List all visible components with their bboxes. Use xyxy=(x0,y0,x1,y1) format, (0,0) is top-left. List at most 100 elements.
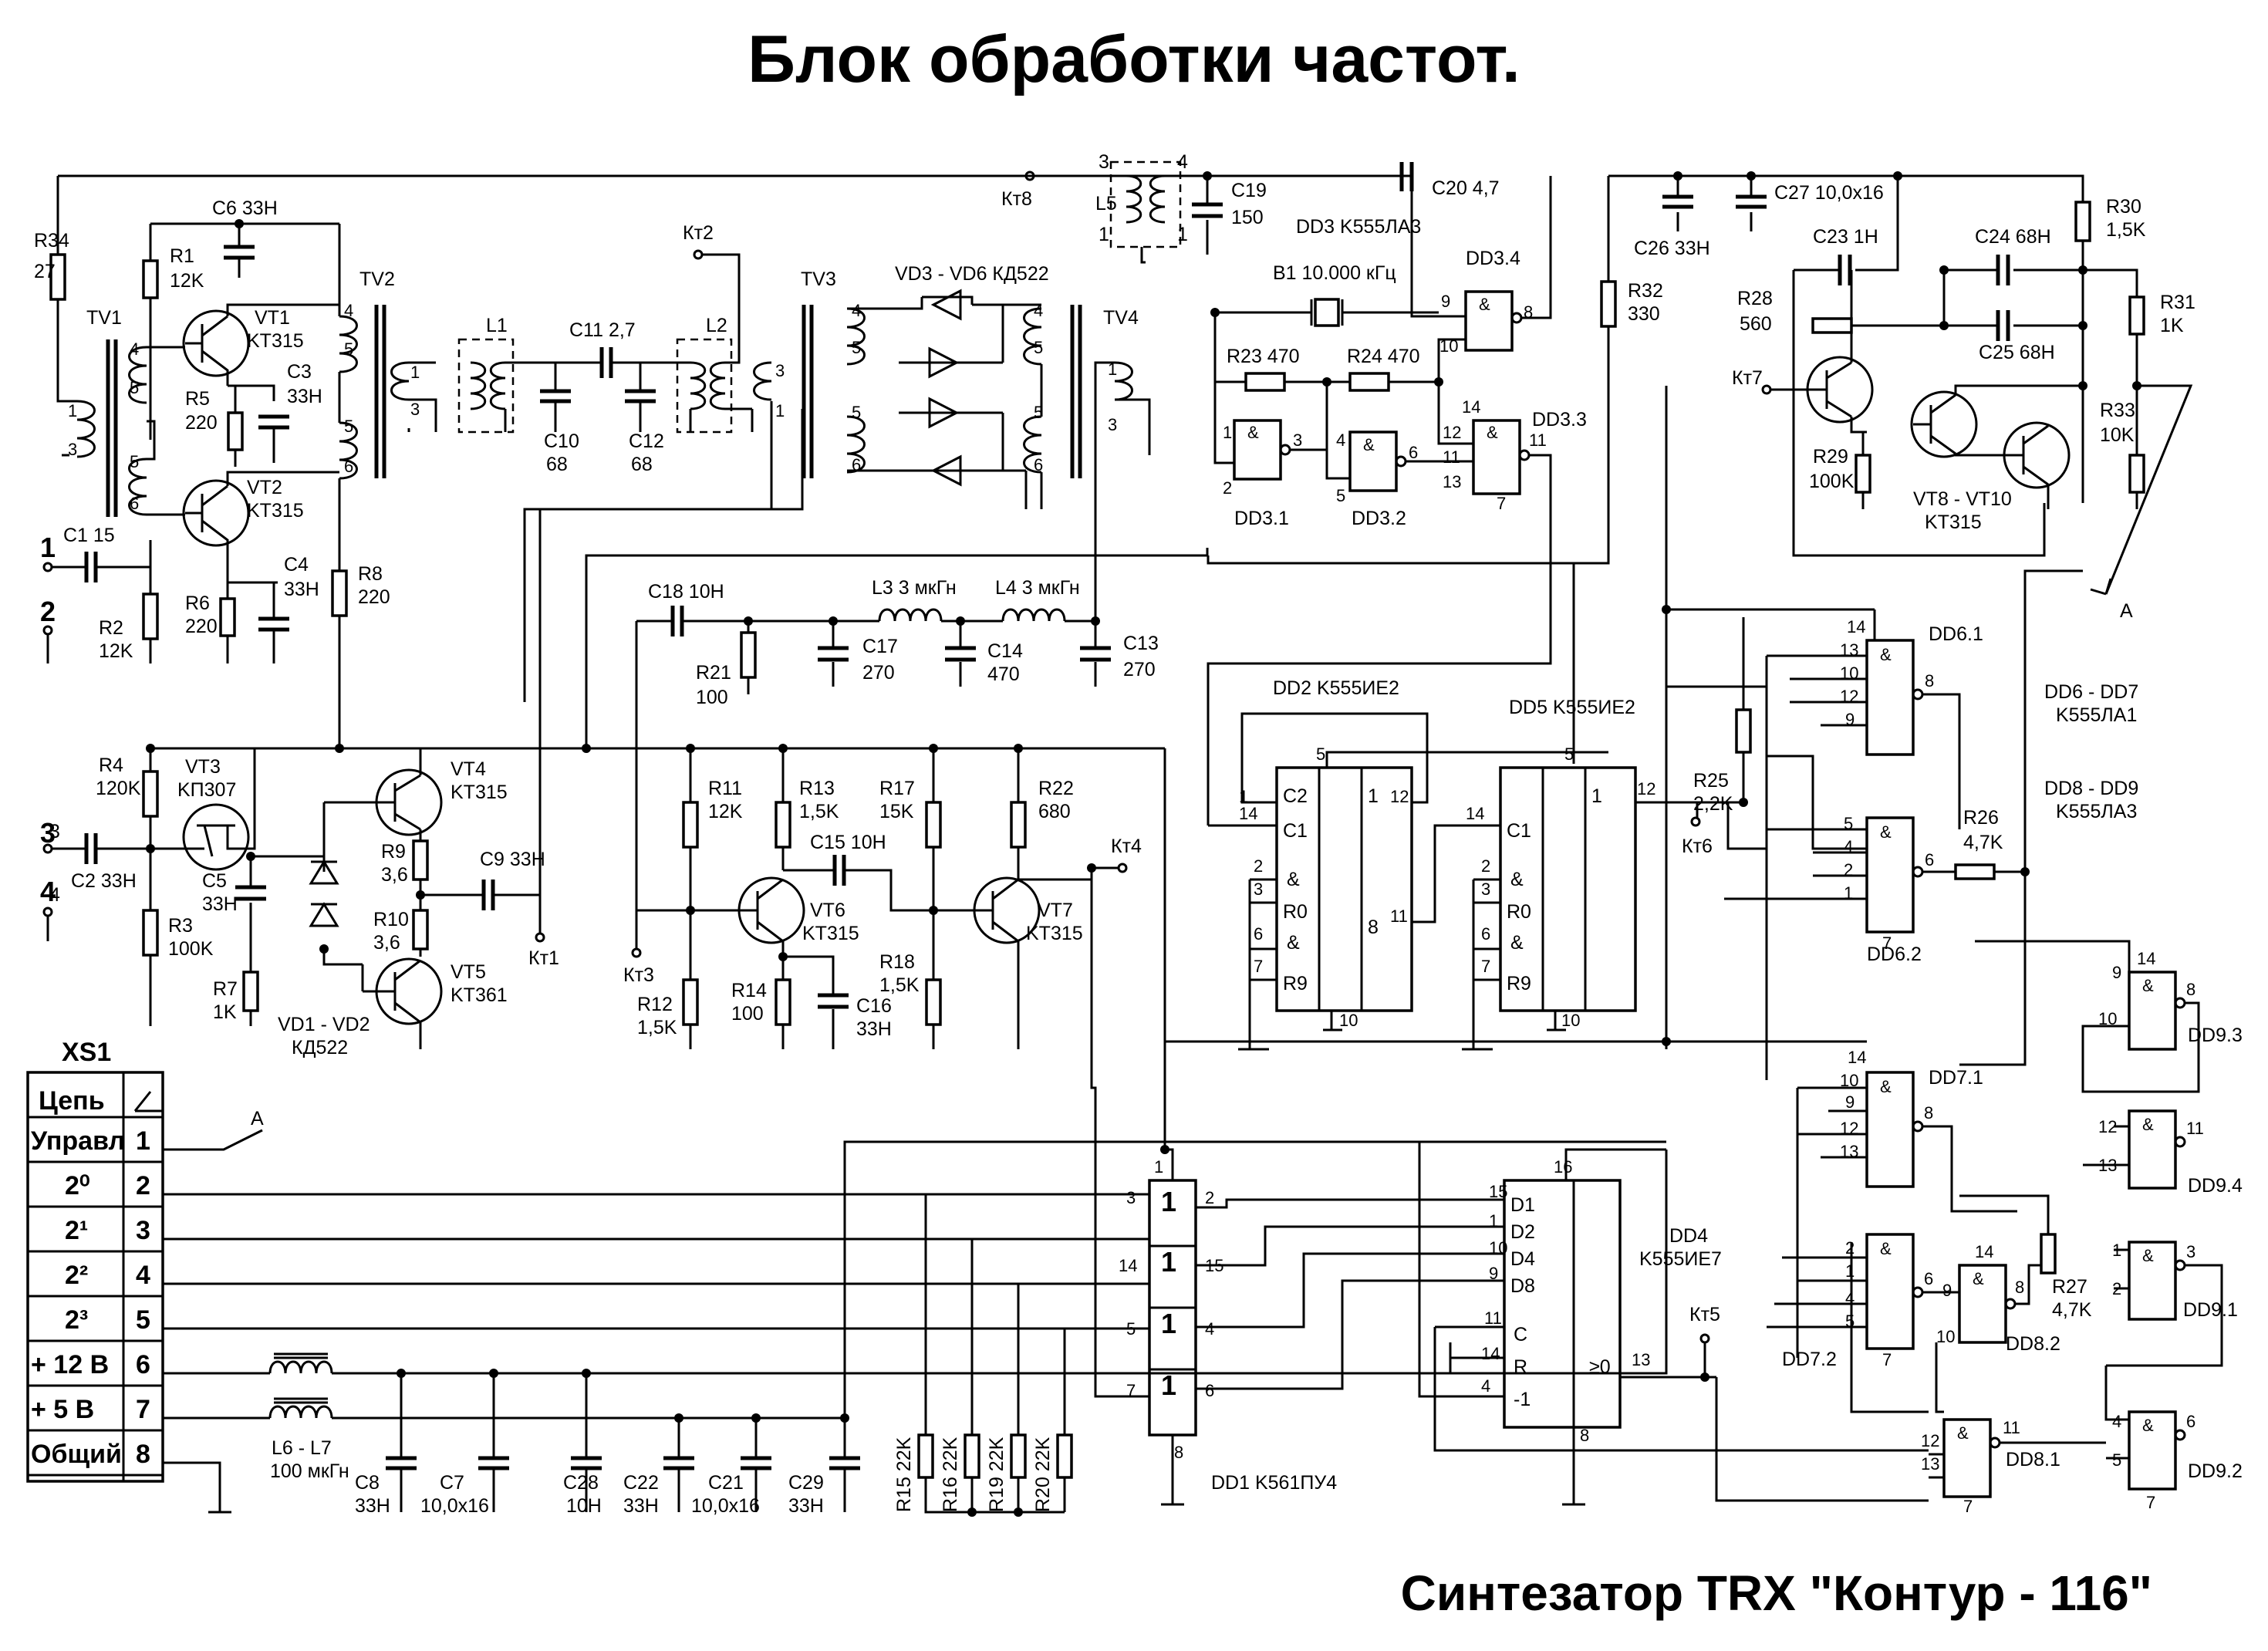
svg-text:11: 11 xyxy=(1443,447,1460,467)
svg-text:6: 6 xyxy=(1925,850,1934,869)
resistor-r24 xyxy=(1348,372,1390,392)
svg-text:11: 11 xyxy=(1529,430,1547,450)
xs1-row-pin: 7 xyxy=(136,1395,150,1424)
resistor-r7 xyxy=(242,971,259,1012)
c28-value: 10H xyxy=(566,1495,602,1517)
vco-section: R32 330 C26 33H C27 10,0x16 R30 1,5K C23… xyxy=(1207,176,2195,688)
svg-text:14: 14 xyxy=(1848,1048,1866,1067)
dd8-dd9-label: DD8 - DD9 xyxy=(2044,778,2138,799)
r1-value: 12K xyxy=(170,270,204,292)
c15-label: C15 10H xyxy=(810,832,886,853)
vd1-vd2-type: КД522 xyxy=(292,1037,348,1058)
dd5-label: DD5 K555ИE2 xyxy=(1509,697,1635,718)
r18-label: R18 xyxy=(879,951,915,973)
c21-value: 10,0x16 xyxy=(691,1495,760,1517)
svg-text:6: 6 xyxy=(1034,455,1043,474)
dd2-dd5-counters: DD2 K555ИE2 DD5 K555ИE2 C2 C1 & R0 & R9 … xyxy=(1208,677,1767,1051)
r13-value: 1,5K xyxy=(799,801,839,822)
r34-value: 27 xyxy=(34,261,56,282)
svg-text:6: 6 xyxy=(1205,1381,1214,1400)
c5-value: 33H xyxy=(202,893,238,915)
resistor-r22 xyxy=(1010,801,1027,849)
r13-label: R13 xyxy=(799,778,835,799)
r9-label: R9 xyxy=(381,841,406,863)
xs1-row-name: + 12 B xyxy=(31,1350,109,1379)
dd3-label: DD3 K555ЛA3 xyxy=(1296,216,1421,238)
svg-text:5: 5 xyxy=(130,452,139,471)
vt2-type: KT315 xyxy=(247,500,304,522)
r10-label: R10 xyxy=(373,909,409,930)
svg-text:7: 7 xyxy=(1254,957,1263,976)
transistor-vt6 xyxy=(737,876,805,944)
gate-dd3-1 xyxy=(1233,419,1282,481)
dd4-label: DD4 xyxy=(1669,1225,1708,1247)
l4-label: L4 3 мкГн xyxy=(995,577,1080,599)
svg-text:8: 8 xyxy=(1924,1103,1933,1123)
xs1-arrow-a: A xyxy=(251,1108,264,1129)
transistor-vt8 xyxy=(1806,356,1874,424)
svg-text:1: 1 xyxy=(1154,1157,1163,1177)
svg-text:10: 10 xyxy=(1936,1327,1955,1346)
svg-text:9: 9 xyxy=(2112,963,2121,982)
c2-label: C2 33H xyxy=(71,870,137,892)
svg-text:8: 8 xyxy=(2186,980,2195,999)
r32-value: 330 xyxy=(1628,303,1660,325)
svg-text:6: 6 xyxy=(344,457,353,476)
svg-text:1: 1 xyxy=(1591,785,1602,807)
resistor-r33 xyxy=(2128,454,2145,494)
r21-value: 100 xyxy=(696,687,728,708)
dd4-counter: DD4 K555ИE7 D1 D2 D4 D8 C R -1 ≥0 15 1 1… xyxy=(1418,1140,1929,1506)
svg-text:1: 1 xyxy=(1368,785,1379,807)
l5-resonator: 3 4 1 1 L5 Кт8 C19 150 C20 4,7 xyxy=(1001,151,1500,264)
r25-label: R25 xyxy=(1693,770,1729,792)
r1-label: R1 xyxy=(170,245,194,267)
svg-text:4: 4 xyxy=(344,301,353,320)
svg-text:&: & xyxy=(1880,822,1892,842)
svg-text:13: 13 xyxy=(1443,472,1461,491)
r5-value: 220 xyxy=(185,412,218,434)
svg-text:9: 9 xyxy=(1441,292,1450,311)
vd1-vd2-label: VD1 - VD2 xyxy=(278,1014,370,1035)
buffer-amplifier: R11 12K R13 1,5K VT6 KT315 C15 10H Кт3 R… xyxy=(585,548,1209,1398)
r26-value: 4,7K xyxy=(1963,832,2003,853)
svg-text:&: & xyxy=(1880,645,1892,664)
svg-text:15: 15 xyxy=(1489,1182,1507,1201)
svg-text:12: 12 xyxy=(1921,1431,1939,1450)
svg-text:9: 9 xyxy=(1942,1281,1952,1300)
vt6-label: VT6 xyxy=(810,900,845,921)
svg-text:4: 4 xyxy=(1481,1376,1490,1396)
svg-text:3: 3 xyxy=(1099,151,1109,173)
svg-text:1: 1 xyxy=(410,363,420,382)
dd9-1-label: DD9.1 xyxy=(2183,1299,2238,1321)
r6-value: 220 xyxy=(185,616,218,637)
c18-label: C18 10H xyxy=(648,581,724,603)
svg-text:14: 14 xyxy=(2137,949,2155,968)
r8-label: R8 xyxy=(358,563,383,585)
r23-label: R23 470 xyxy=(1227,346,1300,367)
c8-label: C8 xyxy=(355,1472,380,1494)
svg-text:R: R xyxy=(1514,1356,1527,1378)
xs1-row-pin: 1 xyxy=(136,1126,150,1156)
svg-text:≥0: ≥0 xyxy=(1589,1356,1611,1378)
r30-value: 1,5K xyxy=(2106,219,2146,241)
svg-text:5: 5 xyxy=(1034,338,1043,357)
r2-value: 12K xyxy=(99,640,133,662)
r34-label: R34 xyxy=(34,230,69,252)
svg-text:1: 1 xyxy=(1099,224,1109,245)
svg-text:&: & xyxy=(1973,1269,1984,1288)
tv2-label: TV2 xyxy=(359,268,395,290)
svg-text:4: 4 xyxy=(2112,1412,2121,1431)
svg-text:7: 7 xyxy=(1126,1381,1136,1400)
svg-text:R0: R0 xyxy=(1283,901,1308,923)
r27-value: 4,7K xyxy=(2052,1299,2092,1321)
svg-text:12: 12 xyxy=(1637,779,1655,798)
resistor-r10 xyxy=(412,909,429,950)
c25-label: C25 68H xyxy=(1979,342,2055,363)
svg-text:R9: R9 xyxy=(1283,973,1308,994)
dd6-dd7-type: K555ЛA1 xyxy=(2056,704,2137,726)
c7-label: C7 xyxy=(440,1472,464,1494)
kt7-label: Кт7 xyxy=(1732,367,1763,389)
resistor-r11 xyxy=(682,801,699,849)
